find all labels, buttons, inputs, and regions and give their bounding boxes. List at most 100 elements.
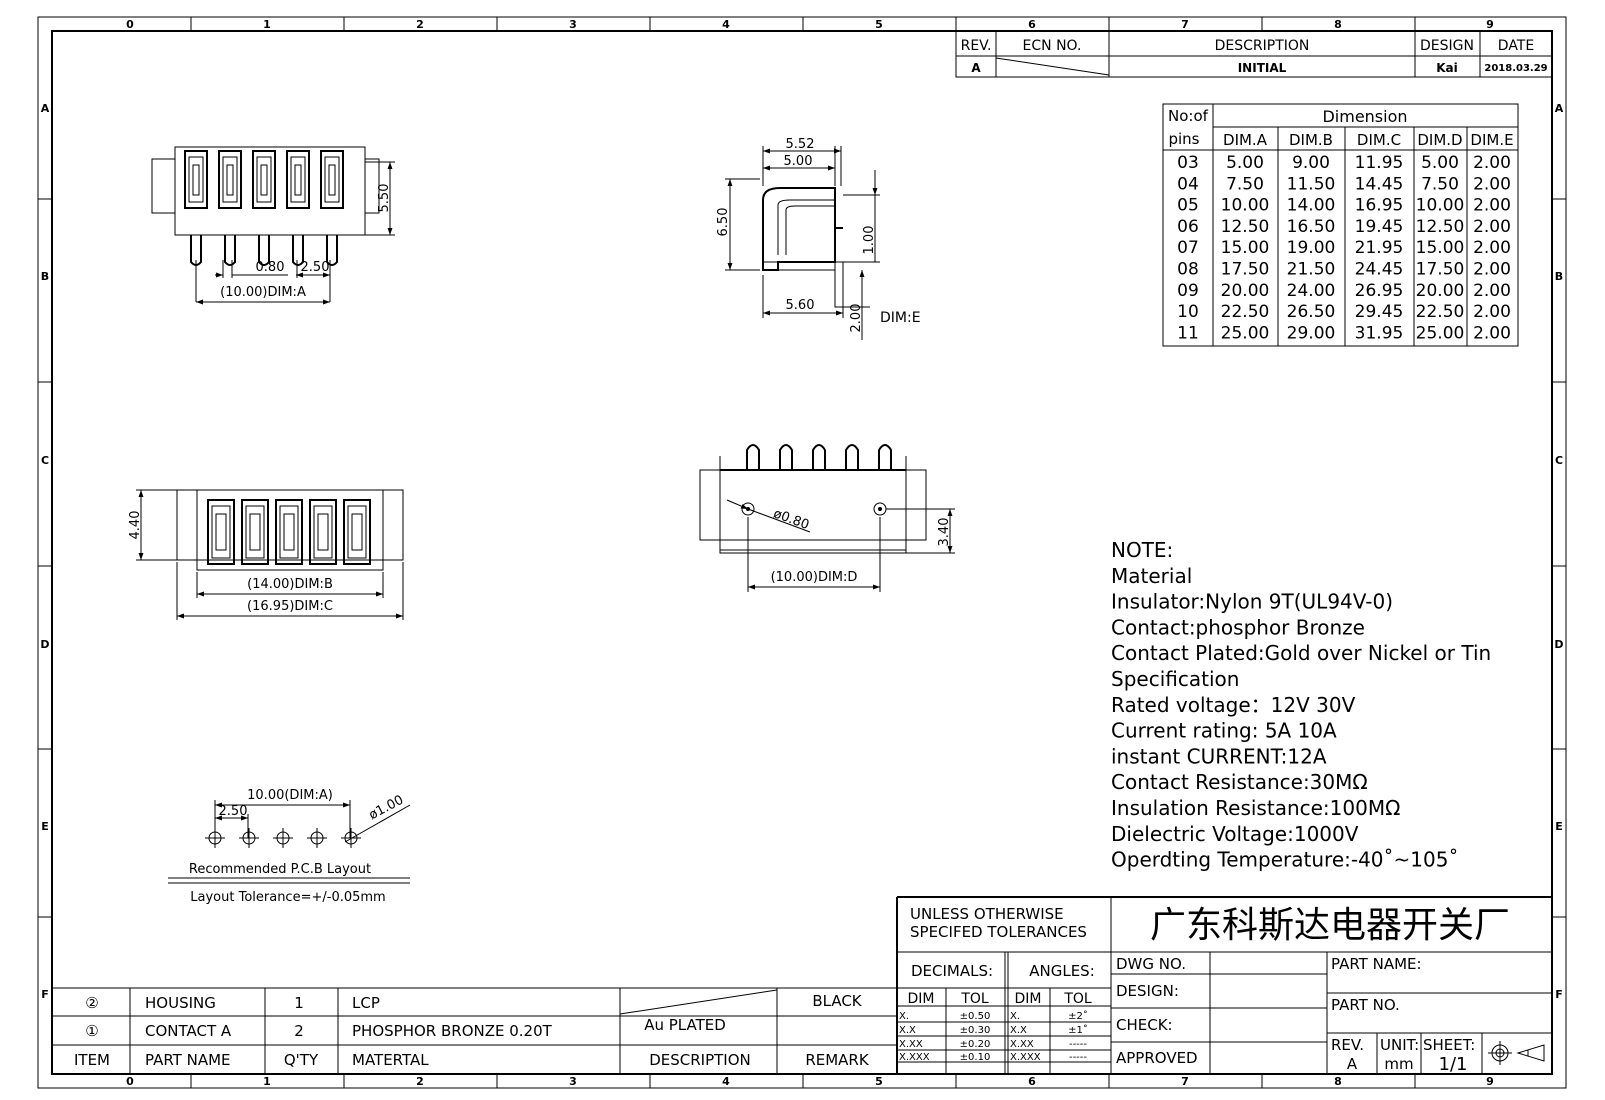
drawing-frame: 0 1 2 3 4 5 6 7 8 9 0 1 2 3 4 5 6 7 8 9 …	[37, 16, 1567, 1089]
dwg-no-label: DWG NO.	[1116, 955, 1186, 973]
dimension-cell: 21.95	[1355, 238, 1404, 258]
row-label: A	[1555, 102, 1564, 115]
pin	[292, 235, 304, 266]
part-no-label: PART NO.	[1331, 996, 1400, 1014]
dimension-cell: 17.50	[1416, 260, 1465, 280]
contact-spring	[226, 164, 234, 196]
dimension-cell: 22.50	[1416, 302, 1465, 322]
contact-slot	[309, 499, 337, 565]
row-label: B	[1555, 270, 1563, 283]
tol-dim: X.	[899, 1011, 909, 1022]
col-label: 5	[875, 18, 883, 31]
row-label: D	[40, 638, 49, 651]
note-line: NOTE:	[1111, 538, 1173, 562]
tol-value: ±1˚	[1068, 1024, 1088, 1036]
dimension-cell: 25.00	[1221, 323, 1270, 343]
col-label: 6	[1028, 1075, 1036, 1088]
note-line: instant CURRENT:12A	[1111, 744, 1327, 768]
sheet-value: 1/1	[1439, 1054, 1468, 1075]
back-view: ø0.80 3.40 (10.00)DIM:D	[699, 444, 955, 592]
bom-part-name: CONTACT A	[145, 1022, 232, 1040]
contact-slot	[275, 499, 303, 565]
contact-slot-inner	[347, 505, 367, 559]
bom-table: ② HOUSING 1 LCP BLACK ① CONTACT A 2 PHOS…	[52, 987, 897, 1074]
approved-label: APPROVED	[1116, 1049, 1198, 1067]
dimension-cell: 2.00	[1473, 323, 1511, 343]
contact-spring	[215, 513, 227, 551]
pin	[779, 444, 793, 470]
note-line: Insulator:Nylon 9T(UL94V-0)	[1111, 590, 1393, 614]
dimension-cell: 16.50	[1287, 217, 1336, 237]
dimension-cell: 24.45	[1355, 260, 1404, 280]
col-label: 9	[1486, 1075, 1494, 1088]
pcb-layout: 10.00(DIM:A) 2.50 ø1.00 Recommended P.C.…	[168, 788, 411, 905]
rev-header: REV.	[961, 38, 992, 54]
pins-header: No:of	[1168, 107, 1209, 125]
bom-header-remark: REMARK	[805, 1051, 870, 1069]
dimension-cell: 14.45	[1355, 174, 1404, 194]
note-line: Contact Plated:Gold over Nickel or Tin	[1111, 641, 1491, 665]
revision-block: REV. ECN NO. DESCRIPTION DESIGN DATE A I…	[955, 30, 1553, 78]
col-label: 5	[875, 1075, 883, 1088]
contact-slot	[184, 150, 208, 209]
col-label: 0	[126, 1075, 134, 1088]
pins-header: pins	[1168, 130, 1199, 148]
pin-count-cell: 10	[1177, 302, 1199, 322]
tol-dim: X.XX	[899, 1039, 923, 1050]
dimension-label: 5.00	[784, 154, 813, 169]
col-label: 3	[569, 1075, 577, 1088]
contact-slot-inner	[313, 505, 333, 559]
dimension-cell: 10.00	[1221, 196, 1270, 216]
note-line: Insulation Resistance:100MΩ	[1111, 796, 1400, 820]
contact-spring	[351, 513, 363, 551]
contact-slot	[241, 499, 269, 565]
pin	[812, 444, 826, 470]
dimension-cell: 20.00	[1221, 281, 1270, 301]
tol-value: ±0.30	[960, 1025, 991, 1036]
dimension-label: (10.00)DIM:A	[220, 285, 306, 300]
dim-column-header: DIM.A	[1223, 131, 1268, 149]
designer-value: Kai	[1436, 61, 1458, 75]
dimension-cell: 29.45	[1355, 302, 1404, 322]
row-label: A	[41, 102, 50, 115]
dimension-cell: 5.00	[1421, 153, 1459, 173]
dimension-cell: 11.95	[1355, 153, 1404, 173]
contact-spring	[192, 164, 200, 196]
pin-count-cell: 09	[1177, 281, 1199, 301]
contact-spring	[249, 513, 261, 551]
dimension-cell: 14.00	[1287, 196, 1336, 216]
dimension-cell: 2.00	[1473, 260, 1511, 280]
col-label: 9	[1486, 18, 1494, 31]
pin	[224, 235, 236, 266]
note-line: Current rating: 5A 10A	[1111, 719, 1337, 743]
row-label: C	[41, 454, 49, 467]
dimension-cell: 20.00	[1416, 281, 1465, 301]
pin	[746, 444, 760, 470]
col-label: 4	[722, 18, 730, 31]
date-header: DATE	[1498, 38, 1534, 54]
dimension-cell: 29.00	[1287, 323, 1336, 343]
hole-diameter-label: ø0.80	[771, 506, 811, 533]
side-view: 5.52 5.00 6.50 1.00 5.60 2.00 DIM:E	[716, 137, 921, 340]
tol-dim: X.XXX	[1010, 1052, 1041, 1063]
bom-header-qty: Q'TY	[284, 1051, 319, 1069]
dimension-cell: 12.50	[1416, 217, 1465, 237]
dimension-cell: 24.00	[1287, 281, 1336, 301]
dimension-cell: 21.50	[1287, 260, 1336, 280]
contact-slot	[218, 150, 242, 209]
row-label: D	[1554, 638, 1563, 651]
dimension-label: 1.00	[862, 226, 877, 255]
dimension-group-header: Dimension	[1322, 107, 1407, 126]
note-line: Operdting Temperature:-40˚~105˚	[1111, 848, 1458, 872]
row-label: E	[41, 820, 49, 833]
contact-slot	[320, 150, 344, 209]
dimension-cell: 11.50	[1287, 174, 1336, 194]
dimension-cell: 16.95	[1355, 196, 1404, 216]
dimension-label: DIM:E	[880, 310, 921, 326]
col-label: 0	[126, 18, 134, 31]
pin-count-cell: 05	[1177, 196, 1199, 216]
bom-remark: BLACK	[812, 992, 862, 1010]
company-name: 广东科斯达电器开关厂	[1150, 905, 1510, 946]
